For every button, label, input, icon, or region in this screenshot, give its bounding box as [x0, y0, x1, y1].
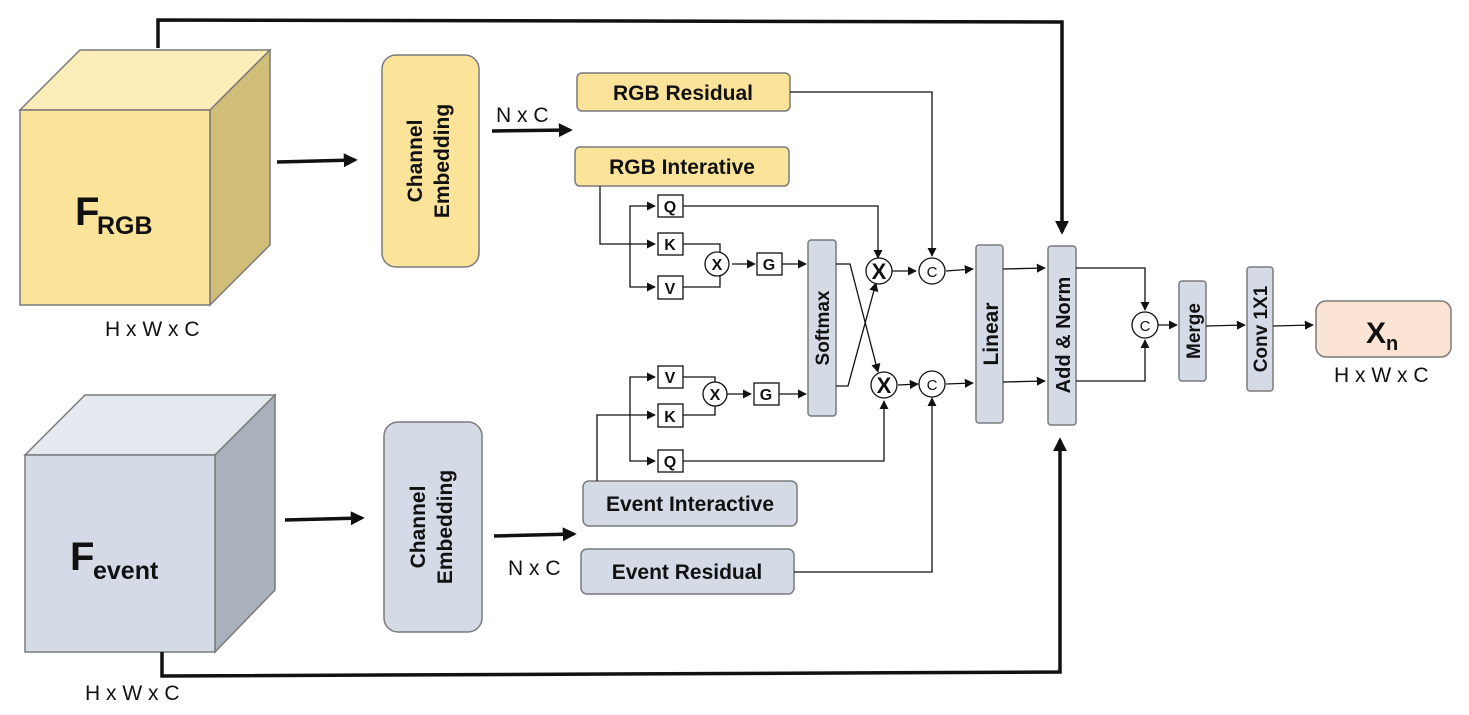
rgb-q-box: Q — [657, 194, 684, 218]
svg-text:Event Interactive: Event Interactive — [606, 493, 774, 516]
rgb-feature-cube: F RGB — [18, 48, 272, 307]
merge-block: Merge — [1178, 280, 1207, 382]
linear-block: Linear — [975, 244, 1004, 424]
event-g-box: G — [753, 382, 780, 406]
rgb-cube-label: F — [75, 190, 99, 234]
rgb-k-box: K — [657, 232, 684, 256]
rgb-shape-label: N x C — [496, 104, 549, 127]
svg-text:V: V — [665, 370, 676, 387]
svg-text:X: X — [872, 259, 887, 284]
event-multiply-node: X — [702, 381, 728, 407]
event-embedding-out-arrow — [493, 527, 577, 542]
addnorm-to-concat-wiring — [1076, 267, 1150, 382]
event-concat-node: C — [918, 370, 946, 398]
event-embedding-line1: Channel — [407, 486, 430, 569]
event-residual-box: Event Residual — [580, 548, 795, 595]
output-dims: H x W x C — [1334, 364, 1429, 387]
svg-text:G: G — [763, 257, 775, 274]
softmax-cross-wiring — [836, 263, 881, 387]
rgb-skip-connection — [156, 18, 1069, 235]
output-box: X n — [1315, 300, 1452, 358]
rgb-embedding-line2: Embedding — [431, 104, 454, 218]
event-cube-dims: H x W x C — [85, 682, 180, 705]
svg-text:Linear: Linear — [980, 302, 1003, 365]
event-v-box: V — [657, 365, 684, 389]
rgb-concat-node: C — [918, 257, 946, 285]
event-embedding-line2: Embedding — [434, 470, 457, 584]
merge-to-conv-arrow — [1205, 320, 1246, 330]
rgb-embedding-line1: Channel — [404, 120, 427, 203]
linear-to-addnorm-bottom-arrow — [1002, 376, 1046, 386]
event-attention-multiply-node: X — [870, 371, 898, 399]
svg-text:G: G — [760, 387, 772, 404]
event-to-embedding-arrow — [284, 511, 365, 526]
event-cube-label: F — [70, 535, 94, 579]
svg-text:X: X — [710, 387, 721, 404]
event-shape-label: N x C — [508, 557, 561, 580]
svg-text:K: K — [664, 409, 676, 426]
svg-text:Add & Norm: Add & Norm — [1053, 277, 1075, 394]
rgb-embedding-out-arrow — [491, 123, 573, 138]
svg-text:Event Residual: Event Residual — [612, 561, 763, 584]
event-channel-embedding: Channel Embedding — [383, 421, 483, 633]
svg-text:Conv 1X1: Conv 1X1 — [1251, 285, 1272, 372]
event-k-box: K — [657, 403, 684, 428]
svg-text:V: V — [665, 281, 676, 298]
event-q-box: Q — [657, 449, 684, 473]
rgb-cube-dims: H x W x C — [105, 318, 200, 341]
conv-block: Conv 1X1 — [1246, 266, 1274, 392]
svg-text:X: X — [877, 373, 892, 398]
svg-text:Softmax: Softmax — [813, 290, 834, 365]
svg-text:Merge: Merge — [1184, 303, 1205, 359]
svg-text:Q: Q — [664, 199, 676, 216]
rgb-channel-embedding: Channel Embedding — [381, 54, 480, 268]
rgb-cube-label-sub: RGB — [97, 212, 153, 240]
rgb-interactive-box: RGB Interative — [574, 146, 790, 187]
event-feature-cube: F event — [23, 393, 277, 654]
event-cube-label-sub: event — [93, 557, 159, 585]
event-attention-wiring — [596, 372, 974, 573]
conv-to-output-arrow — [1272, 320, 1314, 330]
output-label: X — [1366, 317, 1386, 350]
final-concat-node: C — [1131, 311, 1159, 339]
rgb-g-box: G — [756, 252, 783, 276]
svg-text:RGB Interative: RGB Interative — [609, 156, 755, 179]
svg-text:C: C — [927, 377, 938, 394]
svg-text:Q: Q — [664, 454, 676, 471]
rgb-multiply-node: X — [704, 251, 730, 277]
output-label-sub: n — [1386, 333, 1398, 355]
event-skip-connection — [160, 437, 1067, 678]
add-norm-block: Add & Norm — [1047, 245, 1077, 426]
softmax-block: Softmax — [807, 239, 837, 417]
linear-to-addnorm-top-arrow — [1002, 263, 1046, 273]
rgb-attention-wiring — [599, 91, 974, 292]
rgb-to-embedding-arrow — [276, 153, 358, 168]
rgb-residual-box: RGB Residual — [576, 72, 791, 112]
svg-text:C: C — [1140, 318, 1151, 335]
svg-text:C: C — [927, 264, 938, 281]
svg-text:X: X — [712, 257, 723, 274]
rgb-attention-multiply-node: X — [865, 257, 893, 285]
event-interactive-box: Event Interactive — [582, 480, 798, 527]
svg-text:RGB Residual: RGB Residual — [613, 82, 753, 105]
rgb-v-box: V — [657, 275, 684, 300]
svg-text:K: K — [664, 237, 676, 254]
